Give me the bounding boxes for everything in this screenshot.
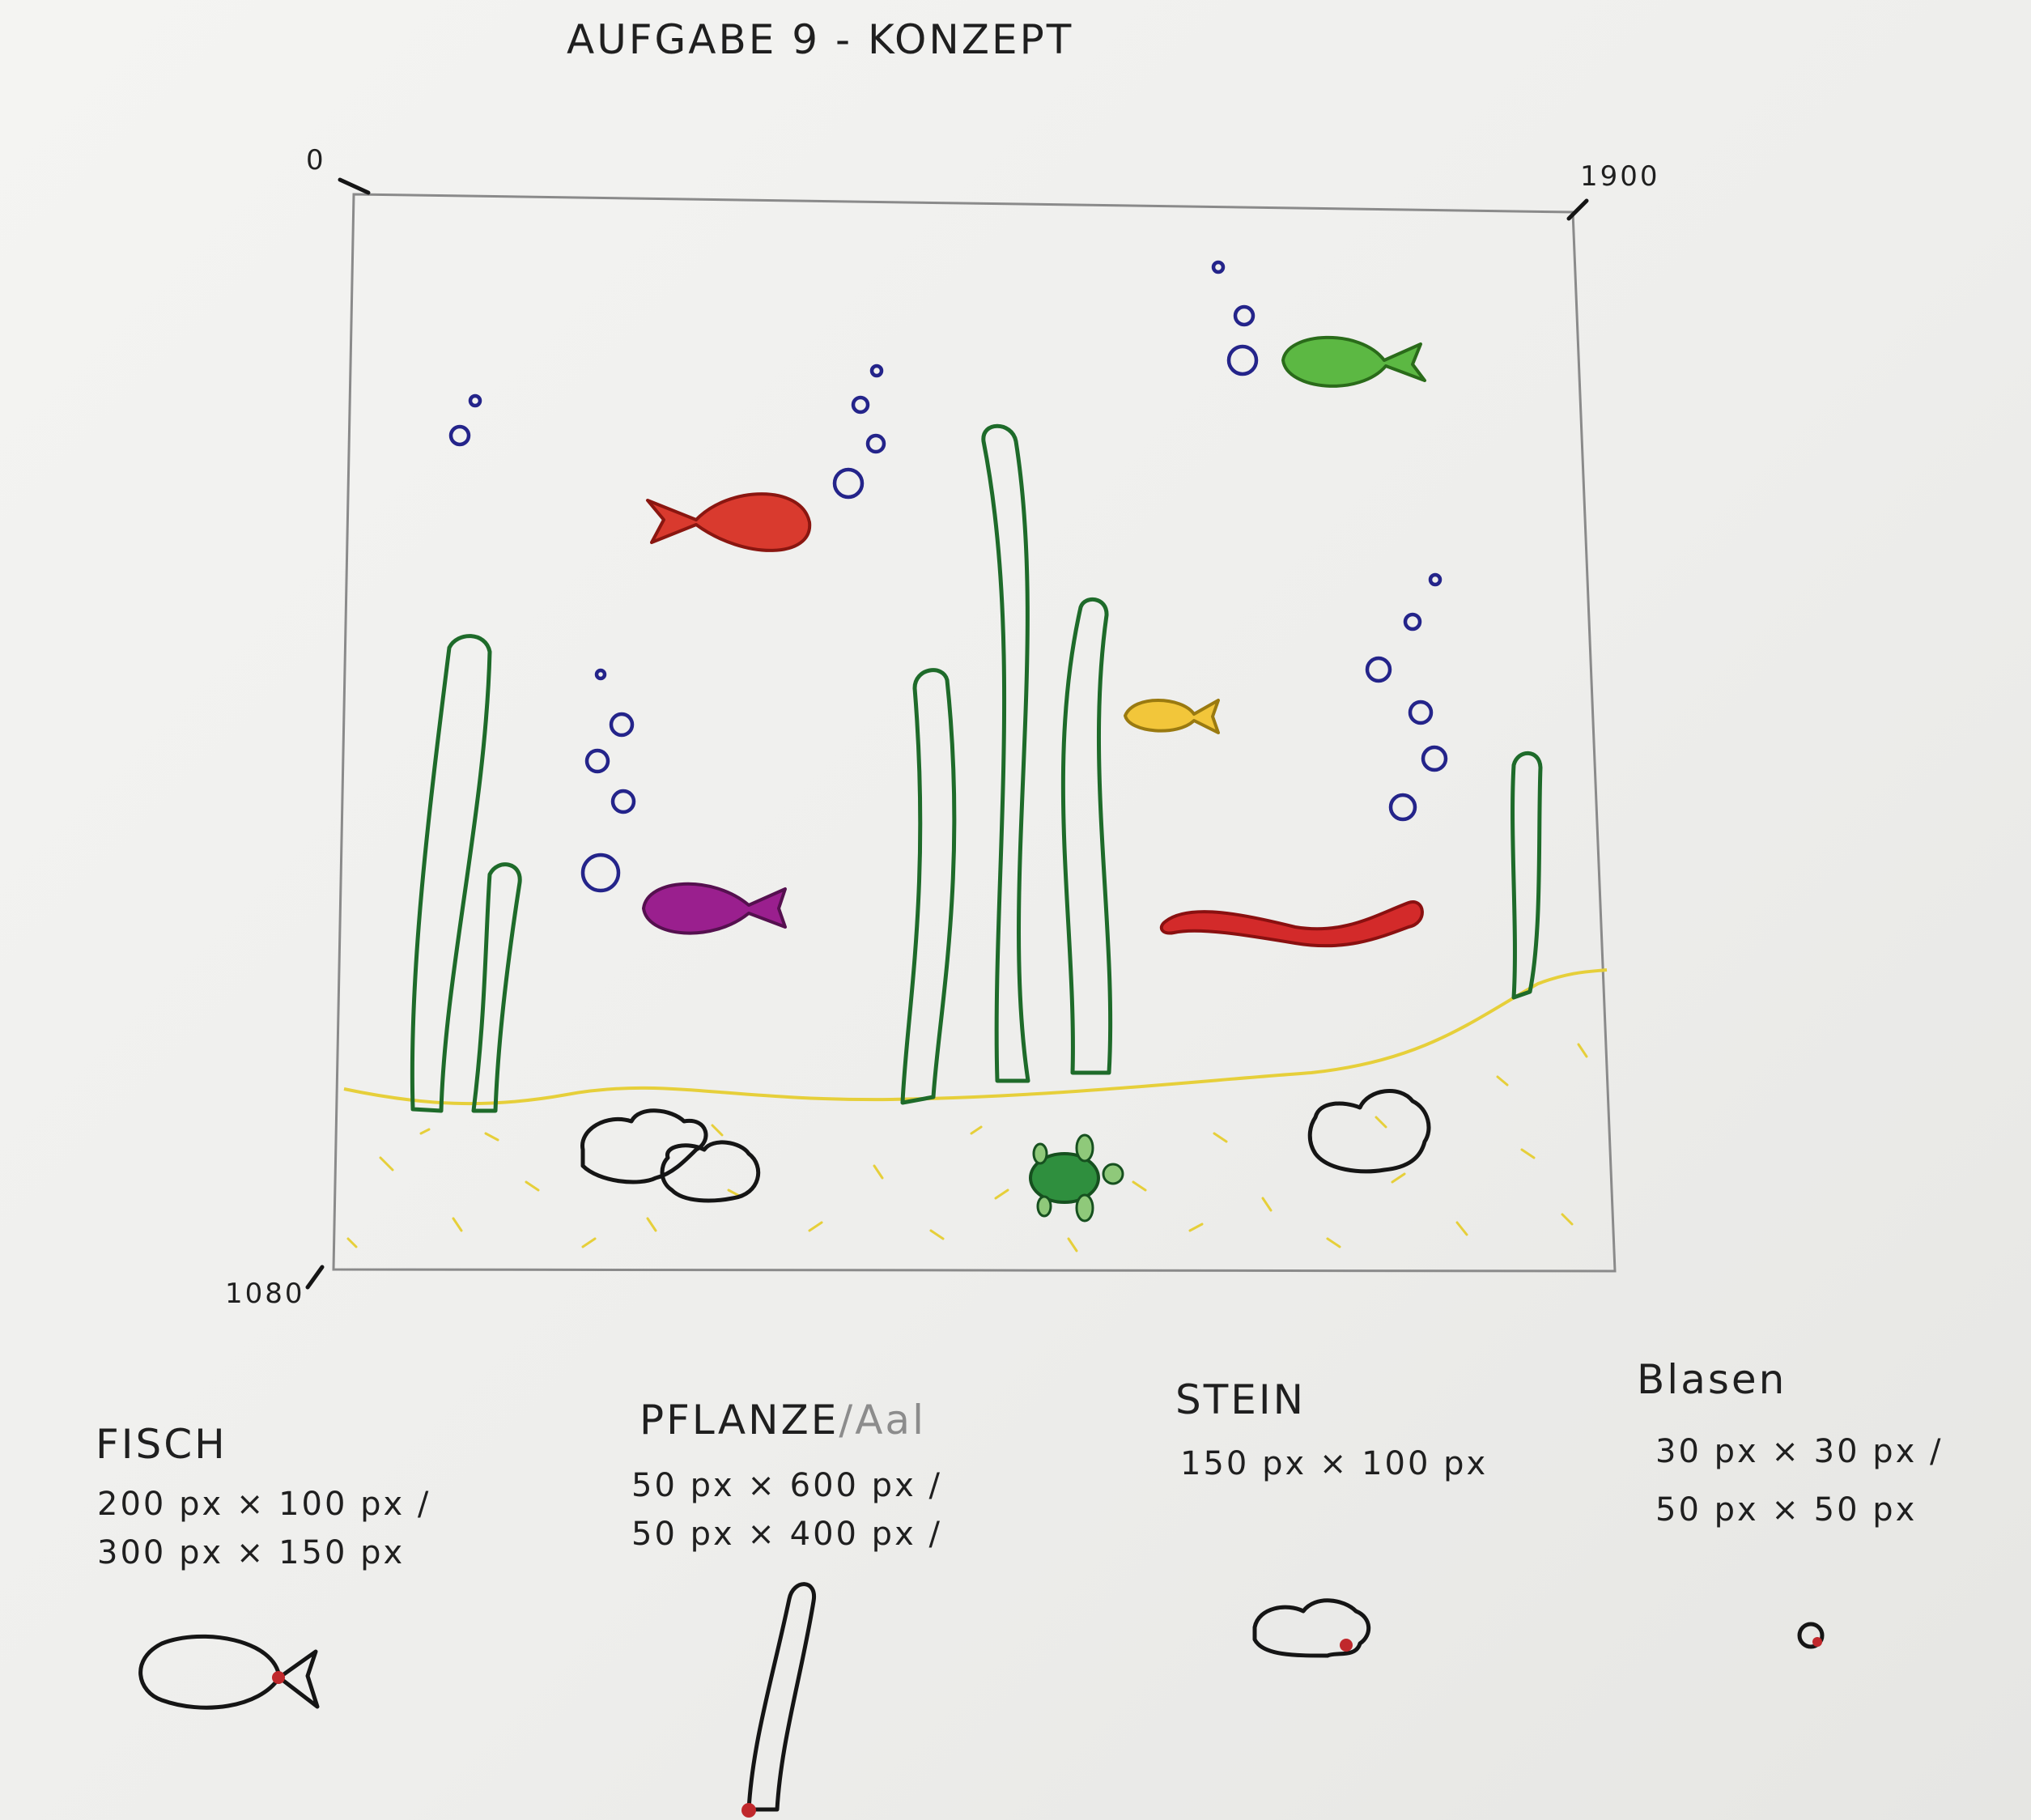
plant-left-tall	[410, 634, 492, 1113]
legend-plant-title-main: PFLANZE	[639, 1397, 839, 1444]
fish-red	[646, 492, 812, 552]
rock-left	[580, 1108, 708, 1184]
legend-stone-title: STEIN	[1175, 1376, 1307, 1423]
turtle-icon	[1029, 1133, 1124, 1223]
bubbles-group-5	[1365, 572, 1448, 822]
fish-yellow	[1124, 699, 1220, 734]
legend-plant-title-extra: /Aal	[839, 1397, 926, 1444]
origin-label: 0	[306, 144, 326, 176]
legend-bubbles-title: Blasen	[1637, 1356, 1787, 1403]
bubbles-group-2	[832, 364, 886, 500]
plant-center-right	[1060, 597, 1113, 1075]
stone-icon	[1252, 1598, 1371, 1658]
plant-center-left	[900, 668, 957, 1105]
bubbles-group-3	[580, 668, 636, 893]
height-label: 1080	[225, 1278, 305, 1310]
legend-bubbles-line2: 50 px × 50 px	[1655, 1491, 1918, 1529]
bubble-icon	[1797, 1622, 1825, 1649]
fish-purple	[642, 882, 787, 935]
legend-plant-line1: 50 px × 600 px /	[631, 1467, 942, 1504]
legend-fish-title: FISCH	[96, 1421, 227, 1468]
legend-fish-line1: 200 px × 100 px /	[97, 1486, 431, 1523]
rock-left-small	[660, 1140, 761, 1203]
plant-icon	[741, 1582, 817, 1818]
legend-fish-line2: 300 px × 150 px	[97, 1534, 406, 1571]
rock-right	[1307, 1089, 1431, 1174]
fish-icon	[138, 1634, 320, 1710]
plant-right	[1511, 751, 1543, 1000]
fish-green	[1281, 335, 1426, 388]
bubbles-group-1	[448, 393, 482, 447]
plant-center-tall	[981, 423, 1030, 1083]
canvas-frame	[305, 177, 1617, 1290]
width-label: 1900	[1580, 160, 1660, 193]
legend-plant-line2: 50 px × 400 px /	[631, 1516, 942, 1553]
bubbles-group-4	[1211, 260, 1259, 376]
page-title: AUFGABE 9 - KONZEPT	[567, 16, 1074, 63]
eel-icon	[1159, 900, 1424, 948]
legend-plant-title: PFLANZE/Aal	[639, 1397, 926, 1444]
legend-stone-line1: 150 px × 100 px	[1180, 1445, 1489, 1482]
sand-ground	[343, 968, 1608, 1252]
plant-left-short	[471, 862, 522, 1113]
legend-bubbles-line1: 30 px × 30 px /	[1655, 1433, 1944, 1470]
